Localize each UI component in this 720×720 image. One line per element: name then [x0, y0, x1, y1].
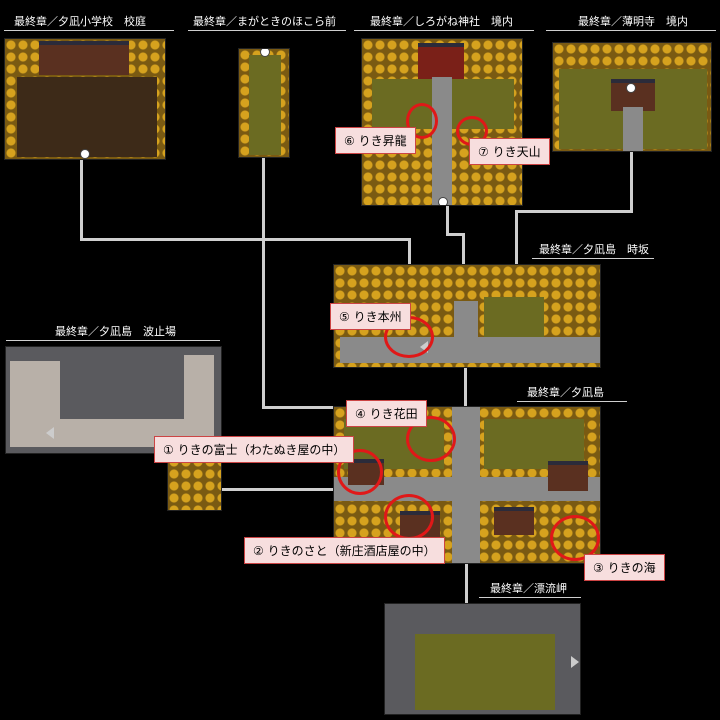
marker-ring-4: [406, 416, 456, 462]
tokisaka-steps: [454, 301, 478, 341]
title-underline: [532, 258, 654, 259]
shrine-front-field: [249, 55, 281, 155]
shop-east: [494, 507, 534, 535]
connector-line: [262, 158, 265, 408]
callout-7: ⑦ りき天山: [469, 138, 550, 165]
marker-ring-3: [550, 515, 600, 561]
map-shirogane: [361, 38, 523, 206]
title-underline: [517, 401, 627, 402]
shirogane-exit-marker[interactable]: [438, 197, 448, 205]
shrine-front-marker[interactable]: [260, 49, 270, 57]
title-underline: [188, 30, 346, 31]
connector-line: [630, 152, 633, 212]
connector-line: [446, 205, 449, 235]
connector-line: [464, 368, 467, 406]
connector-line: [515, 210, 633, 213]
yunagi-field-b: [484, 419, 584, 469]
shrine-path: [432, 77, 452, 205]
map-title-tokisaka: 最終章／夕凪島 時坂: [539, 243, 649, 256]
connector-line: [222, 488, 337, 491]
connector-line: [446, 233, 464, 236]
map-title-hakumei: 最終章／薄明寺 境内: [578, 15, 688, 28]
connector-line: [465, 563, 468, 603]
map-title-pier: 最終章／夕凪島 波止場: [55, 325, 176, 338]
map-title-yunagi: 最終章／夕凪島: [527, 386, 604, 399]
callout-2: ② りきのさと（新庄酒店屋の中）: [244, 537, 445, 564]
marker-ring-1: [337, 449, 383, 495]
title-underline: [479, 597, 581, 598]
map-hakumei: [552, 42, 712, 152]
cape-field: [415, 634, 555, 710]
temple-path: [623, 107, 643, 151]
connector-line: [408, 238, 411, 266]
marker-ring-2: [384, 494, 434, 540]
title-underline: [546, 30, 716, 31]
callout-6: ⑥ りき昇龍: [335, 127, 416, 154]
map-tokisaka: [333, 264, 601, 368]
map-shrine-front: [238, 48, 290, 158]
shrine-hall: [418, 43, 464, 81]
pier-east: [184, 355, 214, 445]
connector-line: [80, 238, 410, 241]
shop-northeast: [548, 461, 588, 491]
map-title-shirogane: 最終章／しろがね神社 境内: [370, 15, 513, 28]
callout-1: ① りきの富士（わたぬき屋の中）: [154, 436, 355, 463]
temple-marker[interactable]: [626, 83, 636, 93]
title-underline: [4, 30, 174, 31]
connector-line: [462, 233, 465, 266]
school-yard: [17, 77, 157, 157]
right-arrow-icon[interactable]: [571, 656, 579, 668]
map-title-shrine-front: 最終章／まがときのほこら前: [193, 15, 336, 28]
callout-4: ④ りき花田: [346, 400, 427, 427]
school-exit-marker[interactable]: [80, 149, 90, 159]
title-underline: [354, 30, 534, 31]
map-hyoryu: [384, 603, 581, 715]
connector-line: [515, 210, 518, 266]
title-underline: [6, 340, 220, 341]
school-building: [39, 41, 129, 75]
connector-line: [262, 406, 342, 409]
map-title-hyoryu: 最終章／漂流岬: [490, 582, 567, 595]
connector-line: [80, 158, 83, 240]
tokisaka-field: [484, 297, 544, 337]
callout-3: ③ りきの海: [584, 554, 665, 581]
map-title-school: 最終章／夕凪小学校 校庭: [14, 15, 146, 28]
left-arrow-icon[interactable]: [46, 427, 54, 439]
tokisaka-road: [340, 337, 600, 363]
map-pier-south: [167, 455, 222, 511]
callout-5: ⑤ りき本州: [330, 303, 411, 330]
marker-ring-6: [406, 103, 438, 139]
map-school: [4, 38, 166, 160]
